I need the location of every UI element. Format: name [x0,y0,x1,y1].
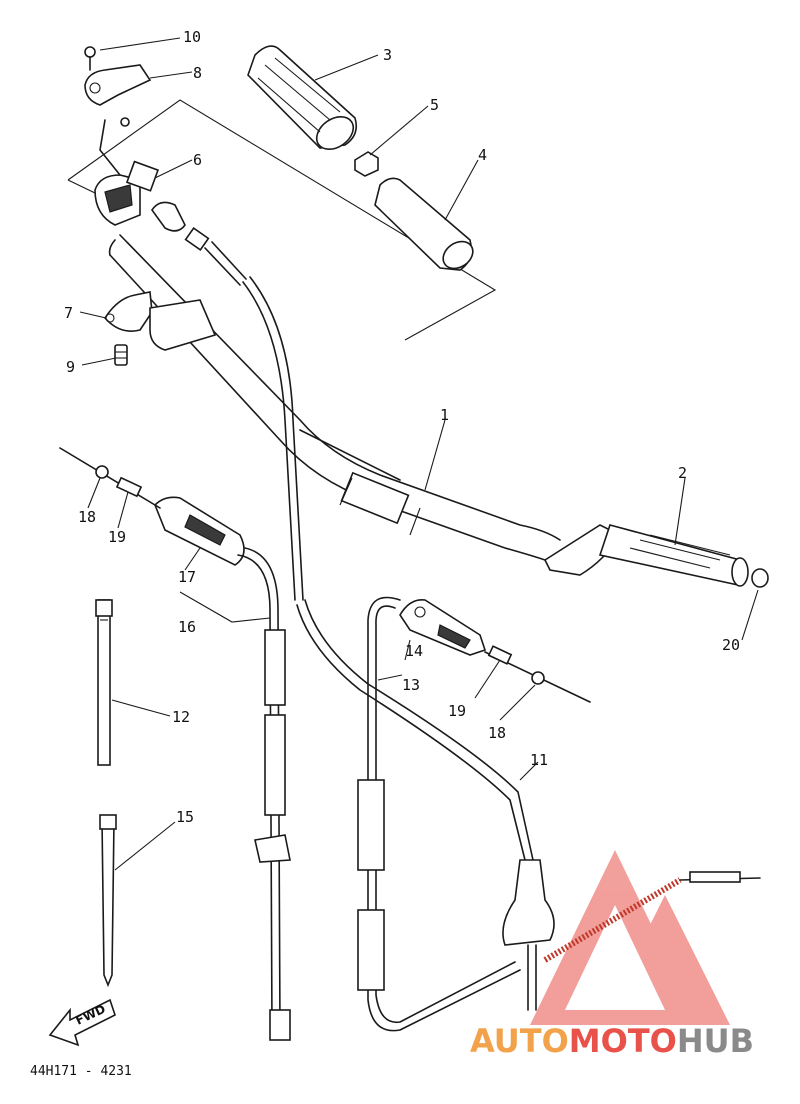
watermark-moto: MOTO [569,1022,677,1060]
throttle-tube-part-4 [374,177,474,271]
callout-17: 17 [178,568,196,586]
cable-tie-part-15 [99,814,117,988]
callout-18a: 18 [78,508,96,526]
lever-part-17 [154,496,245,566]
callout-16: 16 [178,618,196,636]
callout-9: 9 [66,358,75,376]
callout-19b: 19 [448,702,466,720]
callout-11: 11 [530,751,548,769]
cable-part-16 [237,547,291,1041]
callout-12: 12 [172,708,190,726]
callout-18b: 18 [488,724,506,742]
adjuster-nut-part-18b [531,671,545,685]
callout-15: 15 [176,808,194,826]
throttle-link [99,119,121,176]
forward-arrow-icon [48,998,116,1047]
adjuster-part-19b [487,645,513,665]
callout-19a: 19 [108,528,126,546]
watermark-auto: AUTO [470,1022,569,1060]
callout-leaders [79,37,759,871]
callout-labels: 10 8 3 5 4 6 7 9 1 2 20 11 12 13 14 15 1… [64,28,740,826]
throttle-link-eye [120,117,130,127]
callout-10: 10 [183,28,201,46]
watermark-logo-icon [530,850,730,1025]
adjuster-nut-part-18a [95,465,109,479]
nut-part-5 [354,151,379,177]
callout-5: 5 [430,96,439,114]
callout-2: 2 [678,464,687,482]
drawing-code: 44H171 - 4231 [30,1064,132,1079]
throttle-housing-part-6 [94,160,160,226]
callout-14: 14 [405,642,423,660]
throttle-cable-part-11 [151,201,555,1011]
callout-7: 7 [64,304,73,322]
callout-6: 6 [193,151,202,169]
grip-end-part-20 [751,568,769,588]
callout-1: 1 [440,406,449,424]
watermark-text: AUTOMOTOHUB [470,1022,754,1060]
adjuster-part-19a [115,476,143,498]
screw-part-10 [84,46,96,71]
cable-spring [543,871,761,963]
clamp-part-7 [103,291,217,351]
clutch-cable-part-13 [357,596,521,1032]
callout-20: 20 [722,636,740,654]
watermark-hub: HUB [677,1022,754,1060]
callout-13: 13 [402,676,420,694]
grip-part-2 [543,524,749,587]
callout-3: 3 [383,46,392,64]
bolt-part-9 [114,344,128,366]
left-cable-inner [59,447,161,509]
grip-part-3 [247,45,358,151]
callout-4: 4 [478,146,487,164]
callout-8: 8 [193,64,202,82]
throttle-cap-part-8 [84,64,152,106]
cable-tie-part-12 [95,599,113,766]
